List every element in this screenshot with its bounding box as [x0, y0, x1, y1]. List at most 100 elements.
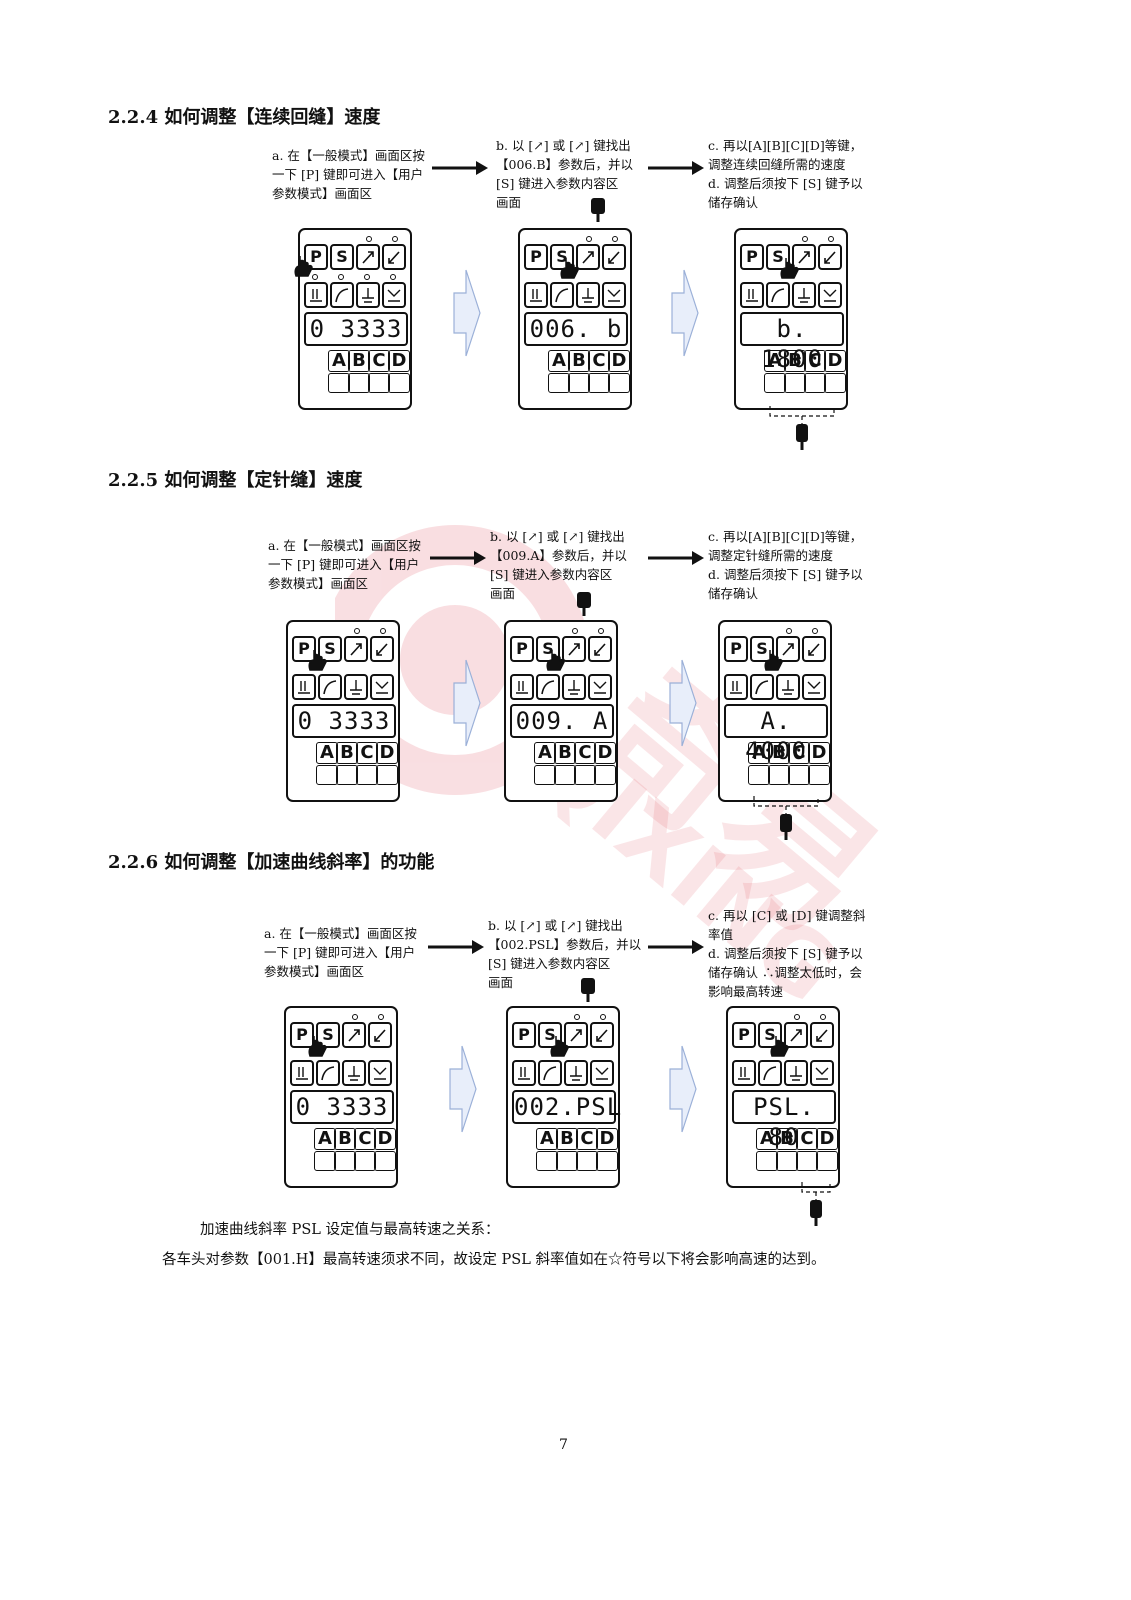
- d-key[interactable]: D: [816, 1128, 838, 1150]
- down-key-icon[interactable]: [588, 636, 612, 662]
- needle-stop-key-icon[interactable]: [784, 1060, 808, 1086]
- a-key[interactable]: A: [536, 1128, 558, 1150]
- end-sew-key-icon[interactable]: [818, 282, 842, 308]
- start-sew-key-icon[interactable]: [304, 282, 328, 308]
- down-key-icon[interactable]: [810, 1022, 834, 1048]
- p-key[interactable]: P: [524, 244, 548, 270]
- a-key[interactable]: A: [314, 1128, 336, 1150]
- c-key[interactable]: C: [588, 350, 610, 372]
- needle-stop-key-icon[interactable]: [342, 1060, 366, 1086]
- curve-key-icon[interactable]: [758, 1060, 782, 1086]
- start-sew-key-icon[interactable]: [740, 282, 764, 308]
- curve-key-icon[interactable]: [330, 282, 354, 308]
- b-key[interactable]: B: [556, 1128, 578, 1150]
- needle-stop-key-icon[interactable]: [576, 282, 600, 308]
- up-key-icon[interactable]: [342, 1022, 366, 1048]
- end-sew-key-icon[interactable]: [382, 282, 406, 308]
- needle-stop-key-icon[interactable]: [564, 1060, 588, 1086]
- curve-key-icon[interactable]: [536, 674, 560, 700]
- p-key[interactable]: P: [740, 244, 764, 270]
- s-key[interactable]: S: [318, 636, 342, 662]
- c-key[interactable]: C: [804, 350, 826, 372]
- start-sew-key-icon[interactable]: [724, 674, 748, 700]
- d-key[interactable]: D: [824, 350, 846, 372]
- b-key[interactable]: B: [348, 350, 370, 372]
- a-key[interactable]: A: [764, 350, 786, 372]
- curve-key-icon[interactable]: [318, 674, 342, 700]
- up-key-icon[interactable]: [344, 636, 368, 662]
- s-key[interactable]: S: [750, 636, 774, 662]
- curve-key-icon[interactable]: [750, 674, 774, 700]
- p-key[interactable]: P: [510, 636, 534, 662]
- down-key-icon[interactable]: [818, 244, 842, 270]
- p-key[interactable]: P: [732, 1022, 756, 1048]
- d-key[interactable]: D: [376, 742, 398, 764]
- c-key[interactable]: C: [574, 742, 596, 764]
- p-key[interactable]: P: [512, 1022, 536, 1048]
- up-key-icon[interactable]: [776, 636, 800, 662]
- a-key[interactable]: A: [748, 742, 770, 764]
- start-sew-key-icon[interactable]: [292, 674, 316, 700]
- d-key[interactable]: D: [808, 742, 830, 764]
- s-key[interactable]: S: [766, 244, 790, 270]
- a-key[interactable]: A: [548, 350, 570, 372]
- c-key[interactable]: C: [796, 1128, 818, 1150]
- curve-key-icon[interactable]: [316, 1060, 340, 1086]
- d-key[interactable]: D: [596, 1128, 618, 1150]
- a-key[interactable]: A: [534, 742, 556, 764]
- p-key[interactable]: P: [292, 636, 316, 662]
- b-key[interactable]: B: [568, 350, 590, 372]
- c-key[interactable]: C: [368, 350, 390, 372]
- b-key[interactable]: B: [784, 350, 806, 372]
- c-key[interactable]: C: [788, 742, 810, 764]
- end-sew-key-icon[interactable]: [370, 674, 394, 700]
- s-key[interactable]: S: [538, 1022, 562, 1048]
- curve-key-icon[interactable]: [766, 282, 790, 308]
- end-sew-key-icon[interactable]: [590, 1060, 614, 1086]
- down-key-icon[interactable]: [368, 1022, 392, 1048]
- curve-key-icon[interactable]: [538, 1060, 562, 1086]
- up-key-icon[interactable]: [564, 1022, 588, 1048]
- needle-stop-key-icon[interactable]: [776, 674, 800, 700]
- down-key-icon[interactable]: [382, 244, 406, 270]
- start-sew-key-icon[interactable]: [290, 1060, 314, 1086]
- c-key[interactable]: C: [356, 742, 378, 764]
- c-key[interactable]: C: [354, 1128, 376, 1150]
- start-sew-key-icon[interactable]: [510, 674, 534, 700]
- p-key[interactable]: P: [290, 1022, 314, 1048]
- a-key[interactable]: A: [756, 1128, 778, 1150]
- down-key-icon[interactable]: [590, 1022, 614, 1048]
- down-key-icon[interactable]: [602, 244, 626, 270]
- end-sew-key-icon[interactable]: [588, 674, 612, 700]
- b-key[interactable]: B: [776, 1128, 798, 1150]
- s-key[interactable]: S: [330, 244, 354, 270]
- start-sew-key-icon[interactable]: [524, 282, 548, 308]
- b-key[interactable]: B: [768, 742, 790, 764]
- curve-key-icon[interactable]: [550, 282, 574, 308]
- needle-stop-key-icon[interactable]: [562, 674, 586, 700]
- s-key[interactable]: S: [758, 1022, 782, 1048]
- p-key[interactable]: P: [724, 636, 748, 662]
- b-key[interactable]: B: [554, 742, 576, 764]
- a-key[interactable]: A: [316, 742, 338, 764]
- b-key[interactable]: B: [334, 1128, 356, 1150]
- s-key[interactable]: S: [316, 1022, 340, 1048]
- down-key-icon[interactable]: [370, 636, 394, 662]
- down-key-icon[interactable]: [802, 636, 826, 662]
- end-sew-key-icon[interactable]: [602, 282, 626, 308]
- end-sew-key-icon[interactable]: [802, 674, 826, 700]
- start-sew-key-icon[interactable]: [512, 1060, 536, 1086]
- start-sew-key-icon[interactable]: [732, 1060, 756, 1086]
- d-key[interactable]: D: [388, 350, 410, 372]
- c-key[interactable]: C: [576, 1128, 598, 1150]
- up-key-icon[interactable]: [576, 244, 600, 270]
- end-sew-key-icon[interactable]: [368, 1060, 392, 1086]
- up-key-icon[interactable]: [562, 636, 586, 662]
- needle-stop-key-icon[interactable]: [344, 674, 368, 700]
- needle-stop-key-icon[interactable]: [792, 282, 816, 308]
- d-key[interactable]: D: [608, 350, 630, 372]
- up-key-icon[interactable]: [792, 244, 816, 270]
- needle-stop-key-icon[interactable]: [356, 282, 380, 308]
- b-key[interactable]: B: [336, 742, 358, 764]
- p-key[interactable]: P: [304, 244, 328, 270]
